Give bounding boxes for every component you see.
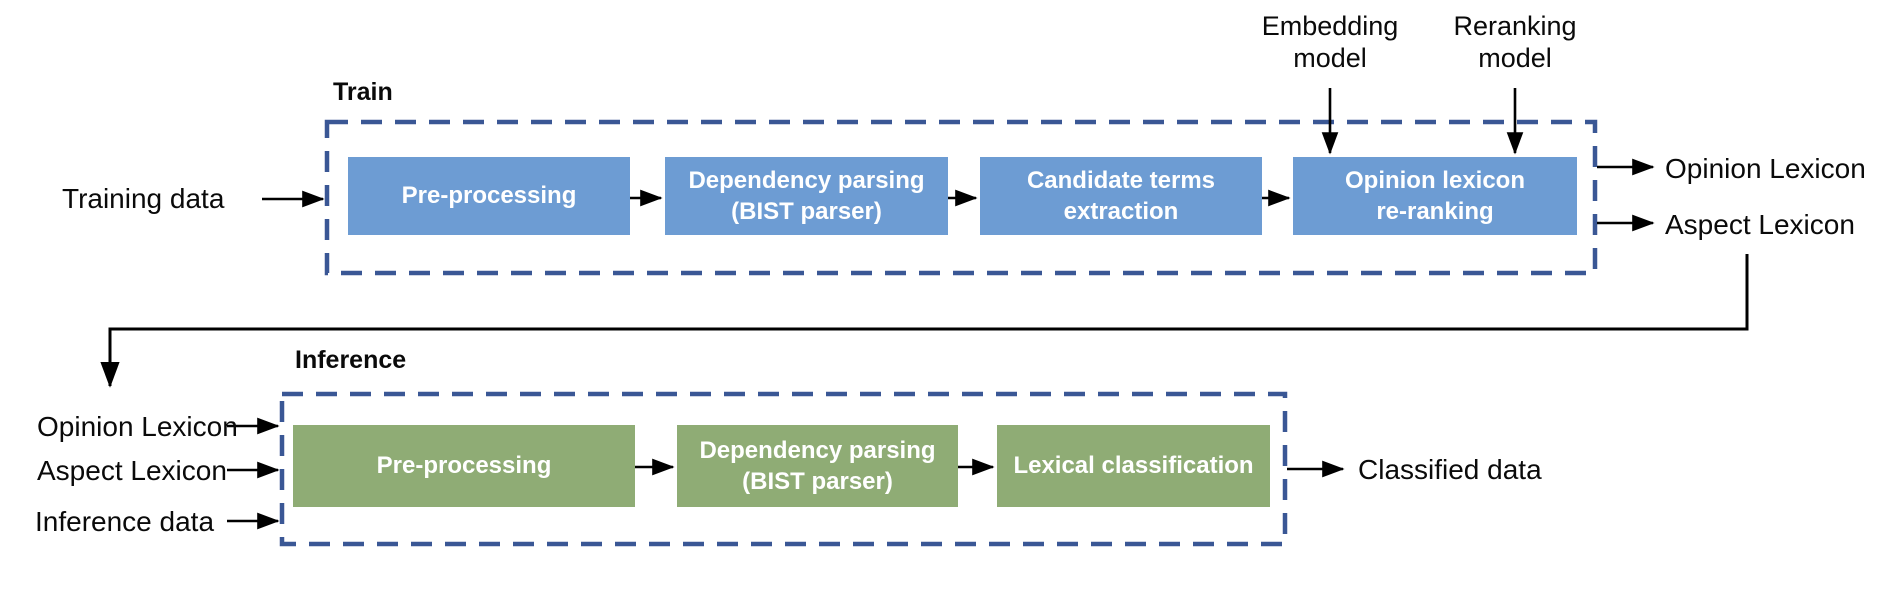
opinion-lexicon-input-label: Opinion Lexicon <box>37 411 238 442</box>
inference-section-label: Inference <box>295 346 407 374</box>
box-label-line: Pre-processing <box>401 182 577 210</box>
box-label-line: (BIST parser) <box>731 198 882 225</box>
train-box-dependency-parsing: Dependency parsing (BIST parser) <box>665 157 948 235</box>
train-box-candidate-terms: Candidate terms extraction <box>980 157 1262 235</box>
box-label-line: Dependency parsing <box>699 436 936 464</box>
inference-dashed-frame <box>279 391 1288 547</box>
inference-data-input-label: Inference data <box>35 506 215 537</box>
train-dashed-frame <box>324 119 1598 276</box>
box-label-line: Candidate terms <box>1026 166 1216 194</box>
box-label-line: extraction <box>1063 198 1179 225</box>
training-data-label: Training data <box>62 183 225 214</box>
aspect-lexicon-input-label: Aspect Lexicon <box>37 455 227 486</box>
train-box-opinion-reranking: Opinion lexicon re-ranking <box>1293 157 1577 235</box>
embedding-model-label: Embedding model <box>1220 10 1440 75</box>
box-label-line: (BIST parser) <box>742 468 893 495</box>
box-label-line: Opinion lexicon <box>1344 166 1525 194</box>
opinion-lexicon-output-label: Opinion Lexicon <box>1665 153 1866 184</box>
train-to-inference-connector <box>100 254 1749 388</box>
box-label-line: Lexical classification <box>1013 452 1254 480</box>
train-section-label: Train <box>333 78 393 106</box>
box-label-line: Dependency parsing <box>688 166 925 194</box>
classified-data-label: Classified data <box>1358 454 1542 485</box>
inference-box-lexical-classification: Lexical classification <box>997 425 1270 507</box>
embedding-model-line1: Embedding <box>1261 11 1399 41</box>
aspect-lexicon-output-label: Aspect Lexicon <box>1665 209 1855 240</box>
inference-box-dependency-parsing: Dependency parsing (BIST parser) <box>677 425 958 507</box>
reranking-model-line1: Reranking <box>1453 11 1577 41</box>
box-label-line: Pre-processing <box>376 452 552 480</box>
embedding-model-line2: model <box>1293 43 1367 74</box>
box-label-line: re-ranking <box>1376 198 1494 225</box>
reranking-model-label: Reranking model <box>1405 10 1625 75</box>
train-box-preprocessing: Pre-processing <box>348 157 630 235</box>
reranking-model-line2: model <box>1478 43 1552 74</box>
inference-box-preprocessing: Pre-processing <box>293 425 635 507</box>
